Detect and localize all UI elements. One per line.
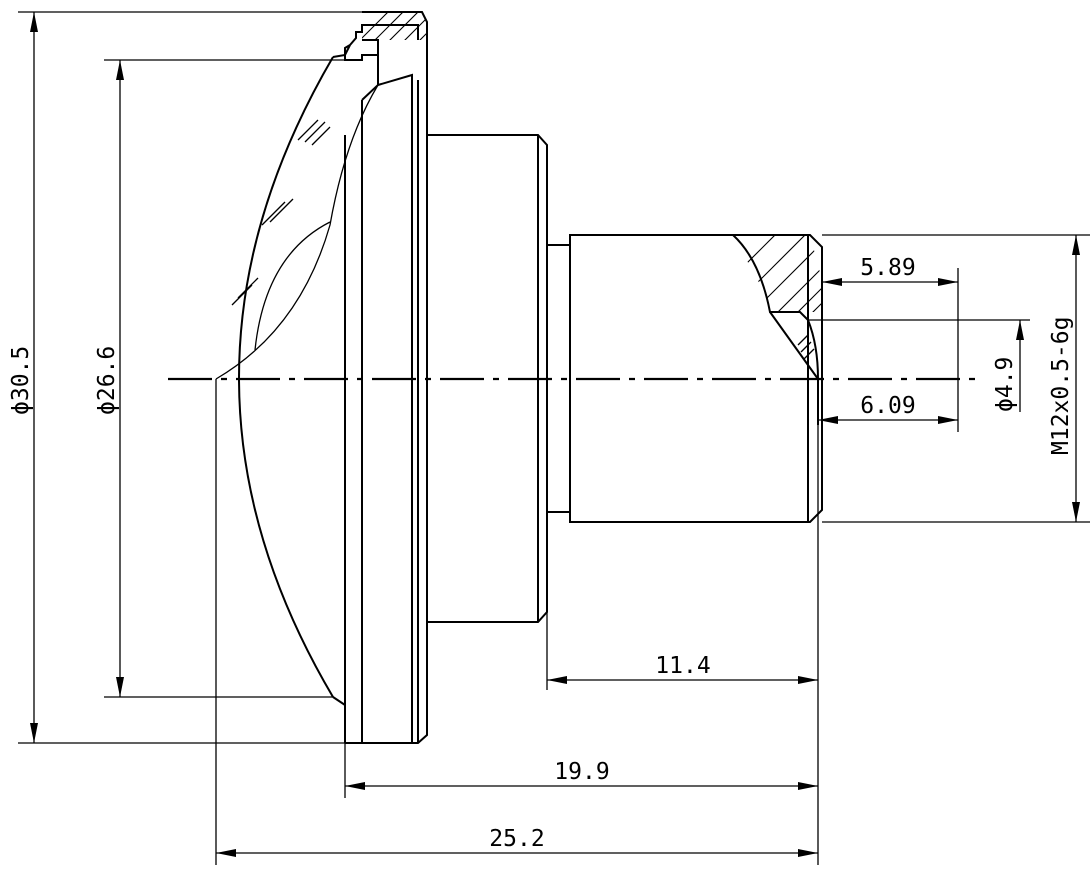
lens-rim-bottom	[332, 696, 346, 706]
label-depth-a: 5.89	[860, 255, 915, 281]
label-outer-diameter: ϕ30.5	[8, 346, 34, 415]
thread-cutaway	[732, 234, 819, 380]
dim-flange-to-end: 19.9	[344, 705, 818, 798]
flange-step	[344, 705, 362, 744]
dome-reflection-inner	[254, 221, 331, 351]
glass-highlights	[231, 119, 331, 306]
dim-thread-length: 11.4	[546, 425, 819, 865]
middle-body	[427, 134, 548, 623]
retaining-ring	[344, 24, 419, 61]
label-depth-b: 6.09	[860, 393, 915, 419]
dome-reflection-outer	[215, 84, 379, 380]
label-flange-to-end: 19.9	[554, 759, 609, 785]
front-flange	[344, 40, 428, 744]
dim-depth-b: 6.09	[818, 393, 958, 424]
dim-thread: M12x0.5-6g	[822, 234, 1090, 523]
label-total-length: 25.2	[489, 826, 544, 852]
ring-hatching	[362, 12, 427, 40]
front-lens-dome	[238, 56, 334, 698]
dim-front-diameter: ϕ26.6	[94, 59, 345, 698]
label-bore-diameter: ϕ4.9	[992, 357, 1018, 412]
dim-bore-diameter: ϕ4.9	[808, 319, 1030, 412]
dim-total-length: 25.2	[215, 379, 818, 865]
label-thread: M12x0.5-6g	[1048, 317, 1074, 455]
dim-outer-diameter: ϕ30.5	[8, 11, 362, 744]
ring-bottom-edge	[361, 55, 413, 101]
rear-lens	[807, 319, 819, 425]
dim-depth-a: 5.89	[822, 255, 959, 432]
label-thread-length: 11.4	[655, 653, 710, 679]
flange-top	[362, 11, 428, 40]
label-front-diameter: ϕ26.6	[94, 346, 120, 415]
rear-glass-highlights	[797, 334, 815, 360]
